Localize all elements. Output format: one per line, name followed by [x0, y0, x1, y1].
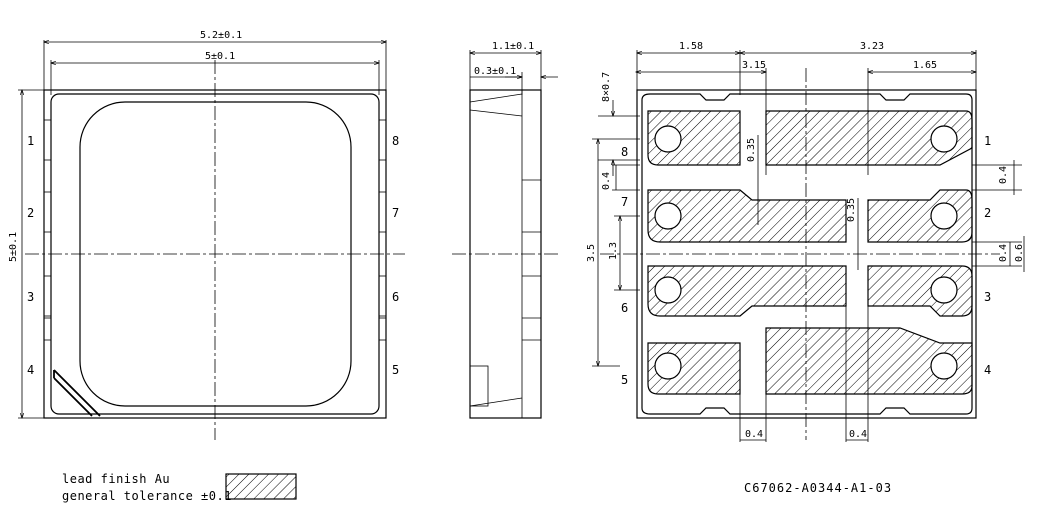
fp-pin-1: 1: [984, 134, 991, 148]
fp-pin-7: 7: [621, 195, 628, 209]
top-pin-2: 2: [27, 206, 34, 220]
dim-8x0-7: 8×0.7: [601, 72, 612, 102]
dim-3-5: 3.5: [586, 244, 597, 262]
dim-0-4-right-a: 0.4: [998, 166, 1009, 184]
dim-0-35-b: 0.35: [846, 198, 857, 222]
top-pin-4: 4: [27, 363, 34, 377]
fp-pin-4: 4: [984, 363, 991, 377]
dim-thickness: 1.1±0.1: [492, 41, 534, 52]
legend-line-2: general tolerance ±0.1: [62, 489, 232, 503]
dim-3-15: 3.15: [742, 60, 766, 71]
dim-0-6: 0.6: [1014, 244, 1025, 262]
footprint-view: 1.58 3.23 3.15 1.65 8×0.7: [586, 41, 1025, 442]
dim-height: 5±0.1: [8, 232, 19, 262]
pin-marker: [53, 369, 101, 417]
dim-0-4-right-b: 0.4: [998, 244, 1009, 262]
fp-pin-8: 8: [621, 145, 628, 159]
legend-line-1: lead finish Au: [62, 472, 170, 486]
legend-hatch-swatch: [225, 473, 297, 500]
dim-1-3: 1.3: [608, 242, 619, 260]
dim-lead: 0.3±0.1: [474, 66, 516, 77]
fp-pin-3: 3: [984, 290, 991, 304]
side-view: 1.1±0.1 0.3±0.1: [452, 41, 558, 419]
top-view: 5.2±0.1 5±0.1 5±0.1 1 2 3 4 8: [8, 30, 405, 440]
pad-4: [765, 327, 973, 395]
top-pin-5: 5: [392, 363, 399, 377]
dim-0-4-left: 0.4: [601, 172, 612, 190]
dim-3-23: 3.23: [860, 41, 884, 52]
drawing-code: C67062-A0344-A1-03: [744, 481, 892, 495]
top-pin-8: 8: [392, 134, 399, 148]
dim-0-35-a: 0.35: [746, 138, 757, 162]
dim-1-58: 1.58: [679, 41, 703, 52]
top-pin-7: 7: [392, 206, 399, 220]
fp-pin-6: 6: [621, 301, 628, 315]
top-pin-1: 1: [27, 134, 34, 148]
footprint-body: [641, 93, 973, 415]
dim-0-4-bottom-b: 0.4: [849, 429, 867, 440]
dim-0-4-bottom-a: 0.4: [745, 429, 763, 440]
legend: lead finish Au general tolerance ±0.1: [62, 472, 297, 503]
dim-width-outer: 5.2±0.1: [200, 30, 242, 41]
pad-7: [647, 189, 847, 243]
pad-6: [647, 265, 847, 317]
fp-pin-2: 2: [984, 206, 991, 220]
pad-1: [765, 110, 973, 166]
top-pin-3: 3: [27, 290, 34, 304]
dim-1-65: 1.65: [913, 60, 937, 71]
fp-pin-5: 5: [621, 373, 628, 387]
dim-width-inner: 5±0.1: [205, 51, 235, 62]
top-pin-6: 6: [392, 290, 399, 304]
